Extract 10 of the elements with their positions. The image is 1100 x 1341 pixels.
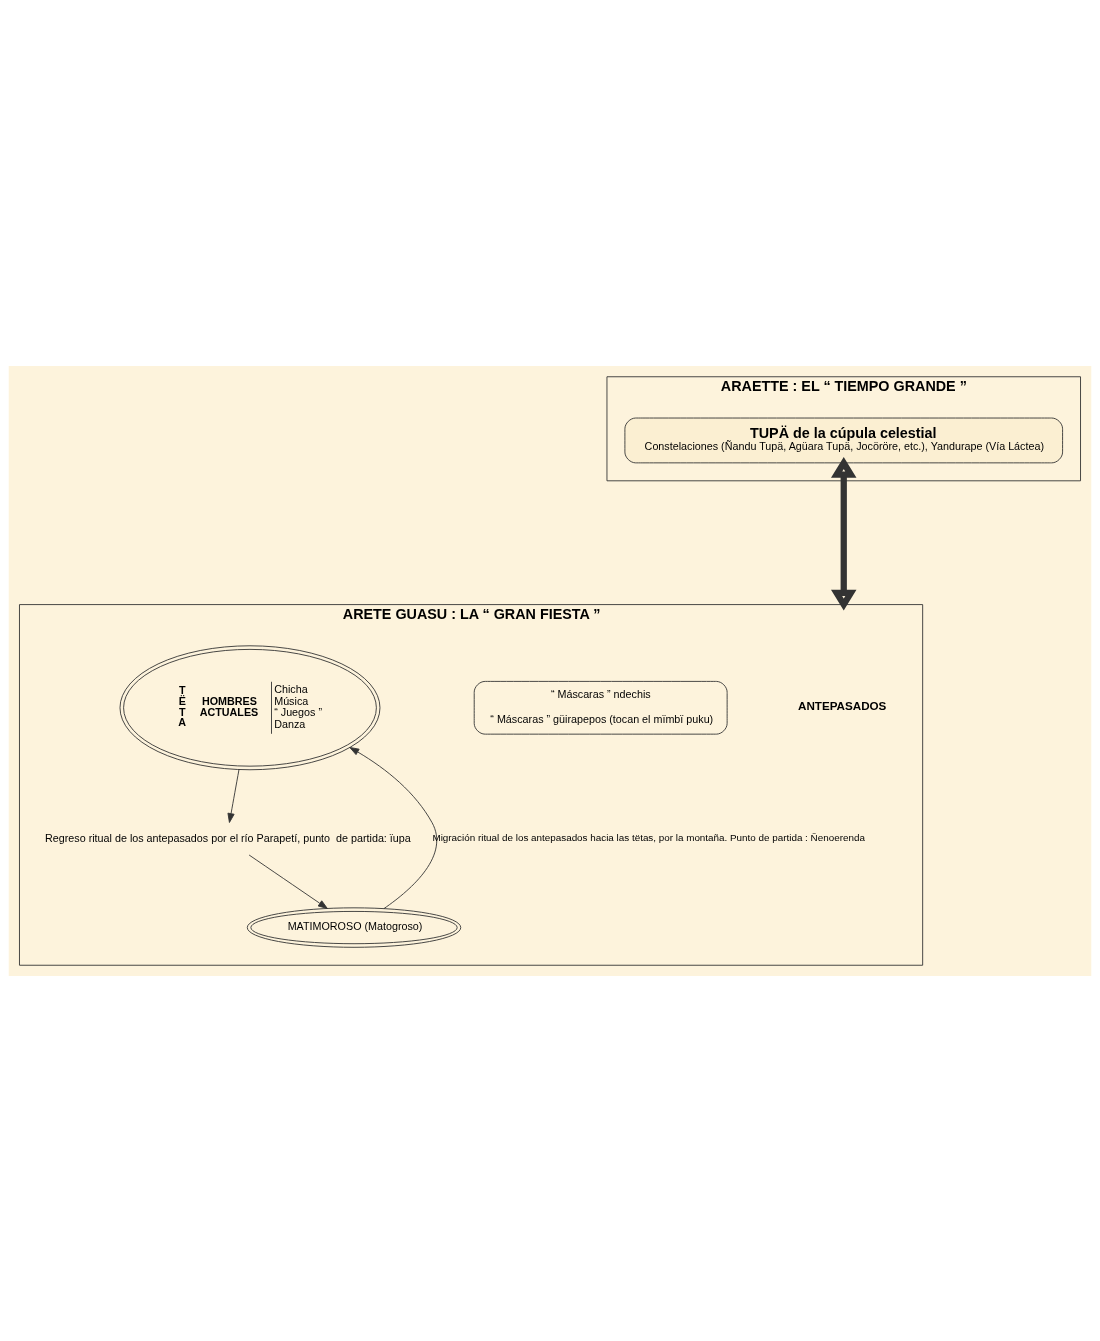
arrow	[248, 854, 328, 909]
node-ellipse: MATIMOROSO (Matogroso)	[246, 906, 462, 948]
arrow	[349, 746, 438, 909]
node-text: Regreso ritual de los antepasados por el río Parapetí, punto de partida: ïupa	[45, 831, 411, 844]
edge-label: Migración ritual de los antepasados hacia las tëtas, por la montaña. Punto de partida : Ñenoerenda	[432, 831, 865, 843]
node-box: “ Máscaras ” ndechis “ Máscaras ” güirapepos (tocan el mïmbï puku)	[473, 680, 728, 735]
arrow	[227, 768, 240, 823]
node-text: ANTEPASADOS	[798, 698, 887, 712]
arrow	[831, 456, 857, 611]
node-box: TUPÄ de la cúpula celestial Constelaciones (Ñandu Tupä, Agüara Tupä, Jocöröre, etc.), Yandurape (Vía Láctea)	[624, 417, 1064, 463]
